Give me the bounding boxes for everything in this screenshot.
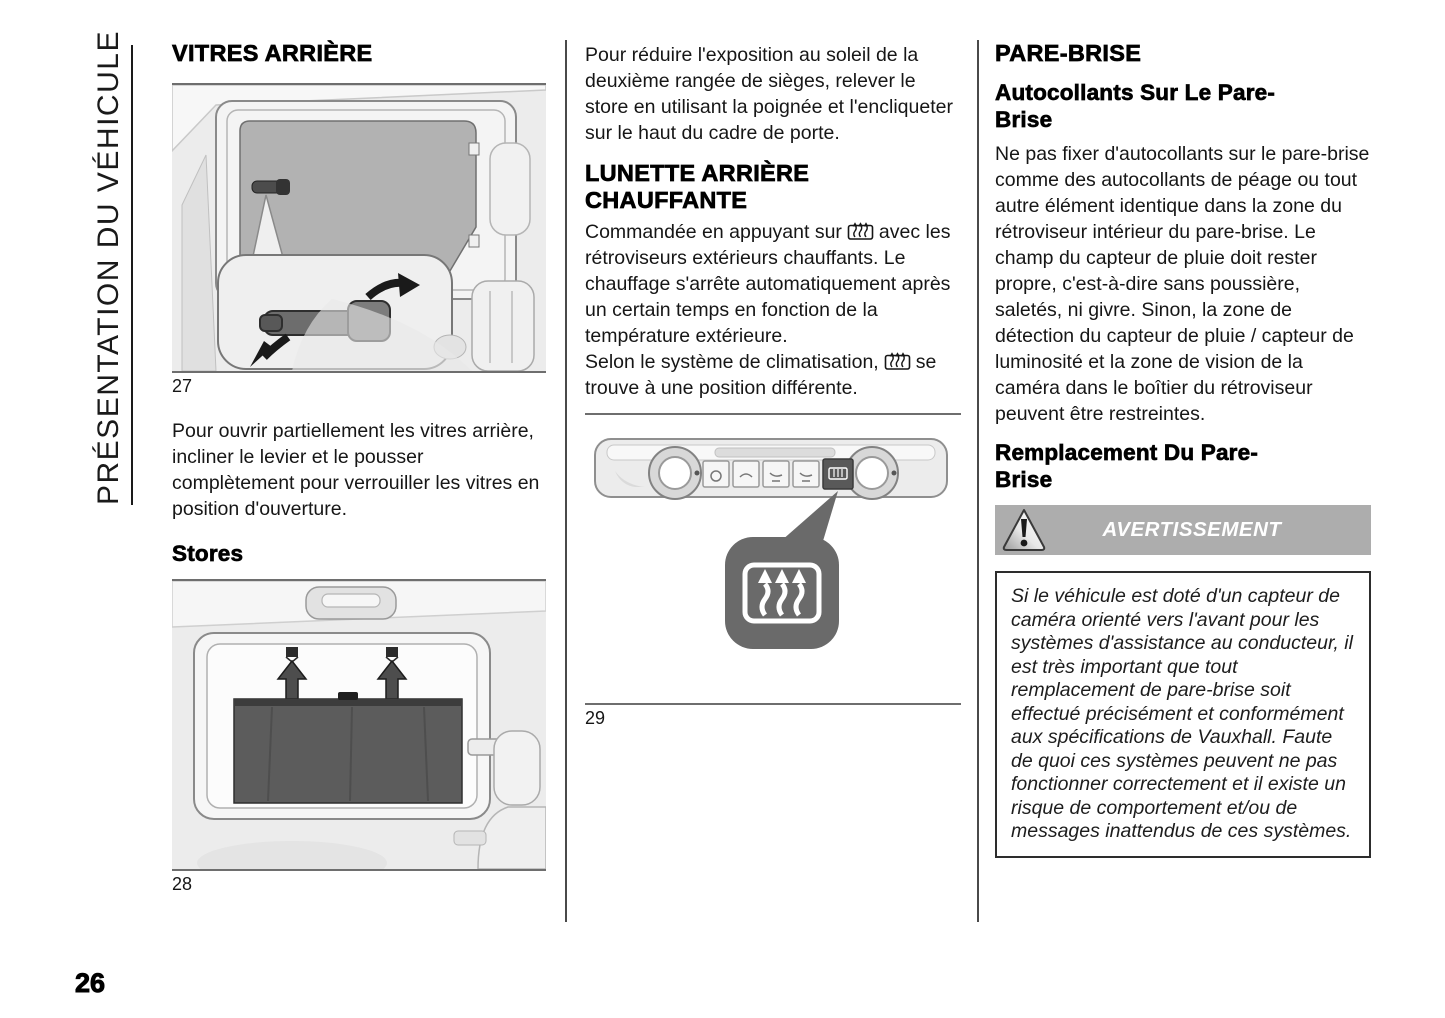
warning-text-box: Si le véhicule est doté d'un capteur de … — [995, 571, 1371, 858]
section-heading-vitres-arriere: VITRES ARRIÈRE — [172, 40, 373, 67]
warning-banner-label: AVERTISSEMENT — [1102, 518, 1282, 541]
figure-28 — [172, 579, 546, 871]
paragraph-stickers: Ne pas fixer d'autocollants sur le pare-… — [995, 143, 1370, 425]
column-2: Pour réduire l'exposition au soleil de l… — [585, 40, 961, 728]
warning-banner: AVERTISSEMENT — [995, 505, 1371, 555]
climate-panel-defrost-illustration — [585, 415, 961, 703]
subheading-remplacement: Remplacement Du Pare-Brise — [995, 440, 1259, 493]
paragraph-switch-position: Selon le système de climatisation,se tro… — [585, 351, 937, 399]
page-number: 26 — [74, 968, 106, 999]
section-heading-pare-brise: PARE-BRISE — [995, 40, 1142, 67]
sunshade-illustration — [172, 581, 546, 869]
figure-29 — [585, 413, 961, 705]
subheading-autocollants: Autocollants Sur Le Pare-Brise — [995, 80, 1276, 133]
section-heading-lunette: LUNETTE ARRIÈRE CHAUFFANTE — [585, 160, 810, 214]
warning-triangle-icon — [1001, 507, 1047, 553]
column-divider — [977, 40, 979, 922]
rear-window-lever-illustration — [172, 85, 546, 371]
rear-window-defrost-icon — [847, 221, 874, 241]
chapter-title: PRÉSENTATION DU VÉHICULE — [80, 30, 133, 505]
figure-28-caption: 28 — [172, 874, 193, 894]
rear-window-defrost-icon — [884, 351, 911, 371]
column-divider — [565, 40, 567, 922]
section-heading-stores: Stores — [172, 541, 244, 567]
figure-29-caption: 29 — [585, 708, 606, 728]
figure-27 — [172, 83, 546, 373]
paragraph-sunshade: Pour réduire l'exposition au soleil de l… — [585, 44, 953, 144]
column-1: VITRES ARRIÈRE — [172, 40, 546, 894]
figure-27-caption: 27 — [172, 376, 193, 396]
paragraph-open-windows: Pour ouvrir partiellement les vitres arr… — [172, 420, 540, 520]
column-3: PARE-BRISE Autocollants Sur Le Pare-Bris… — [995, 40, 1371, 858]
